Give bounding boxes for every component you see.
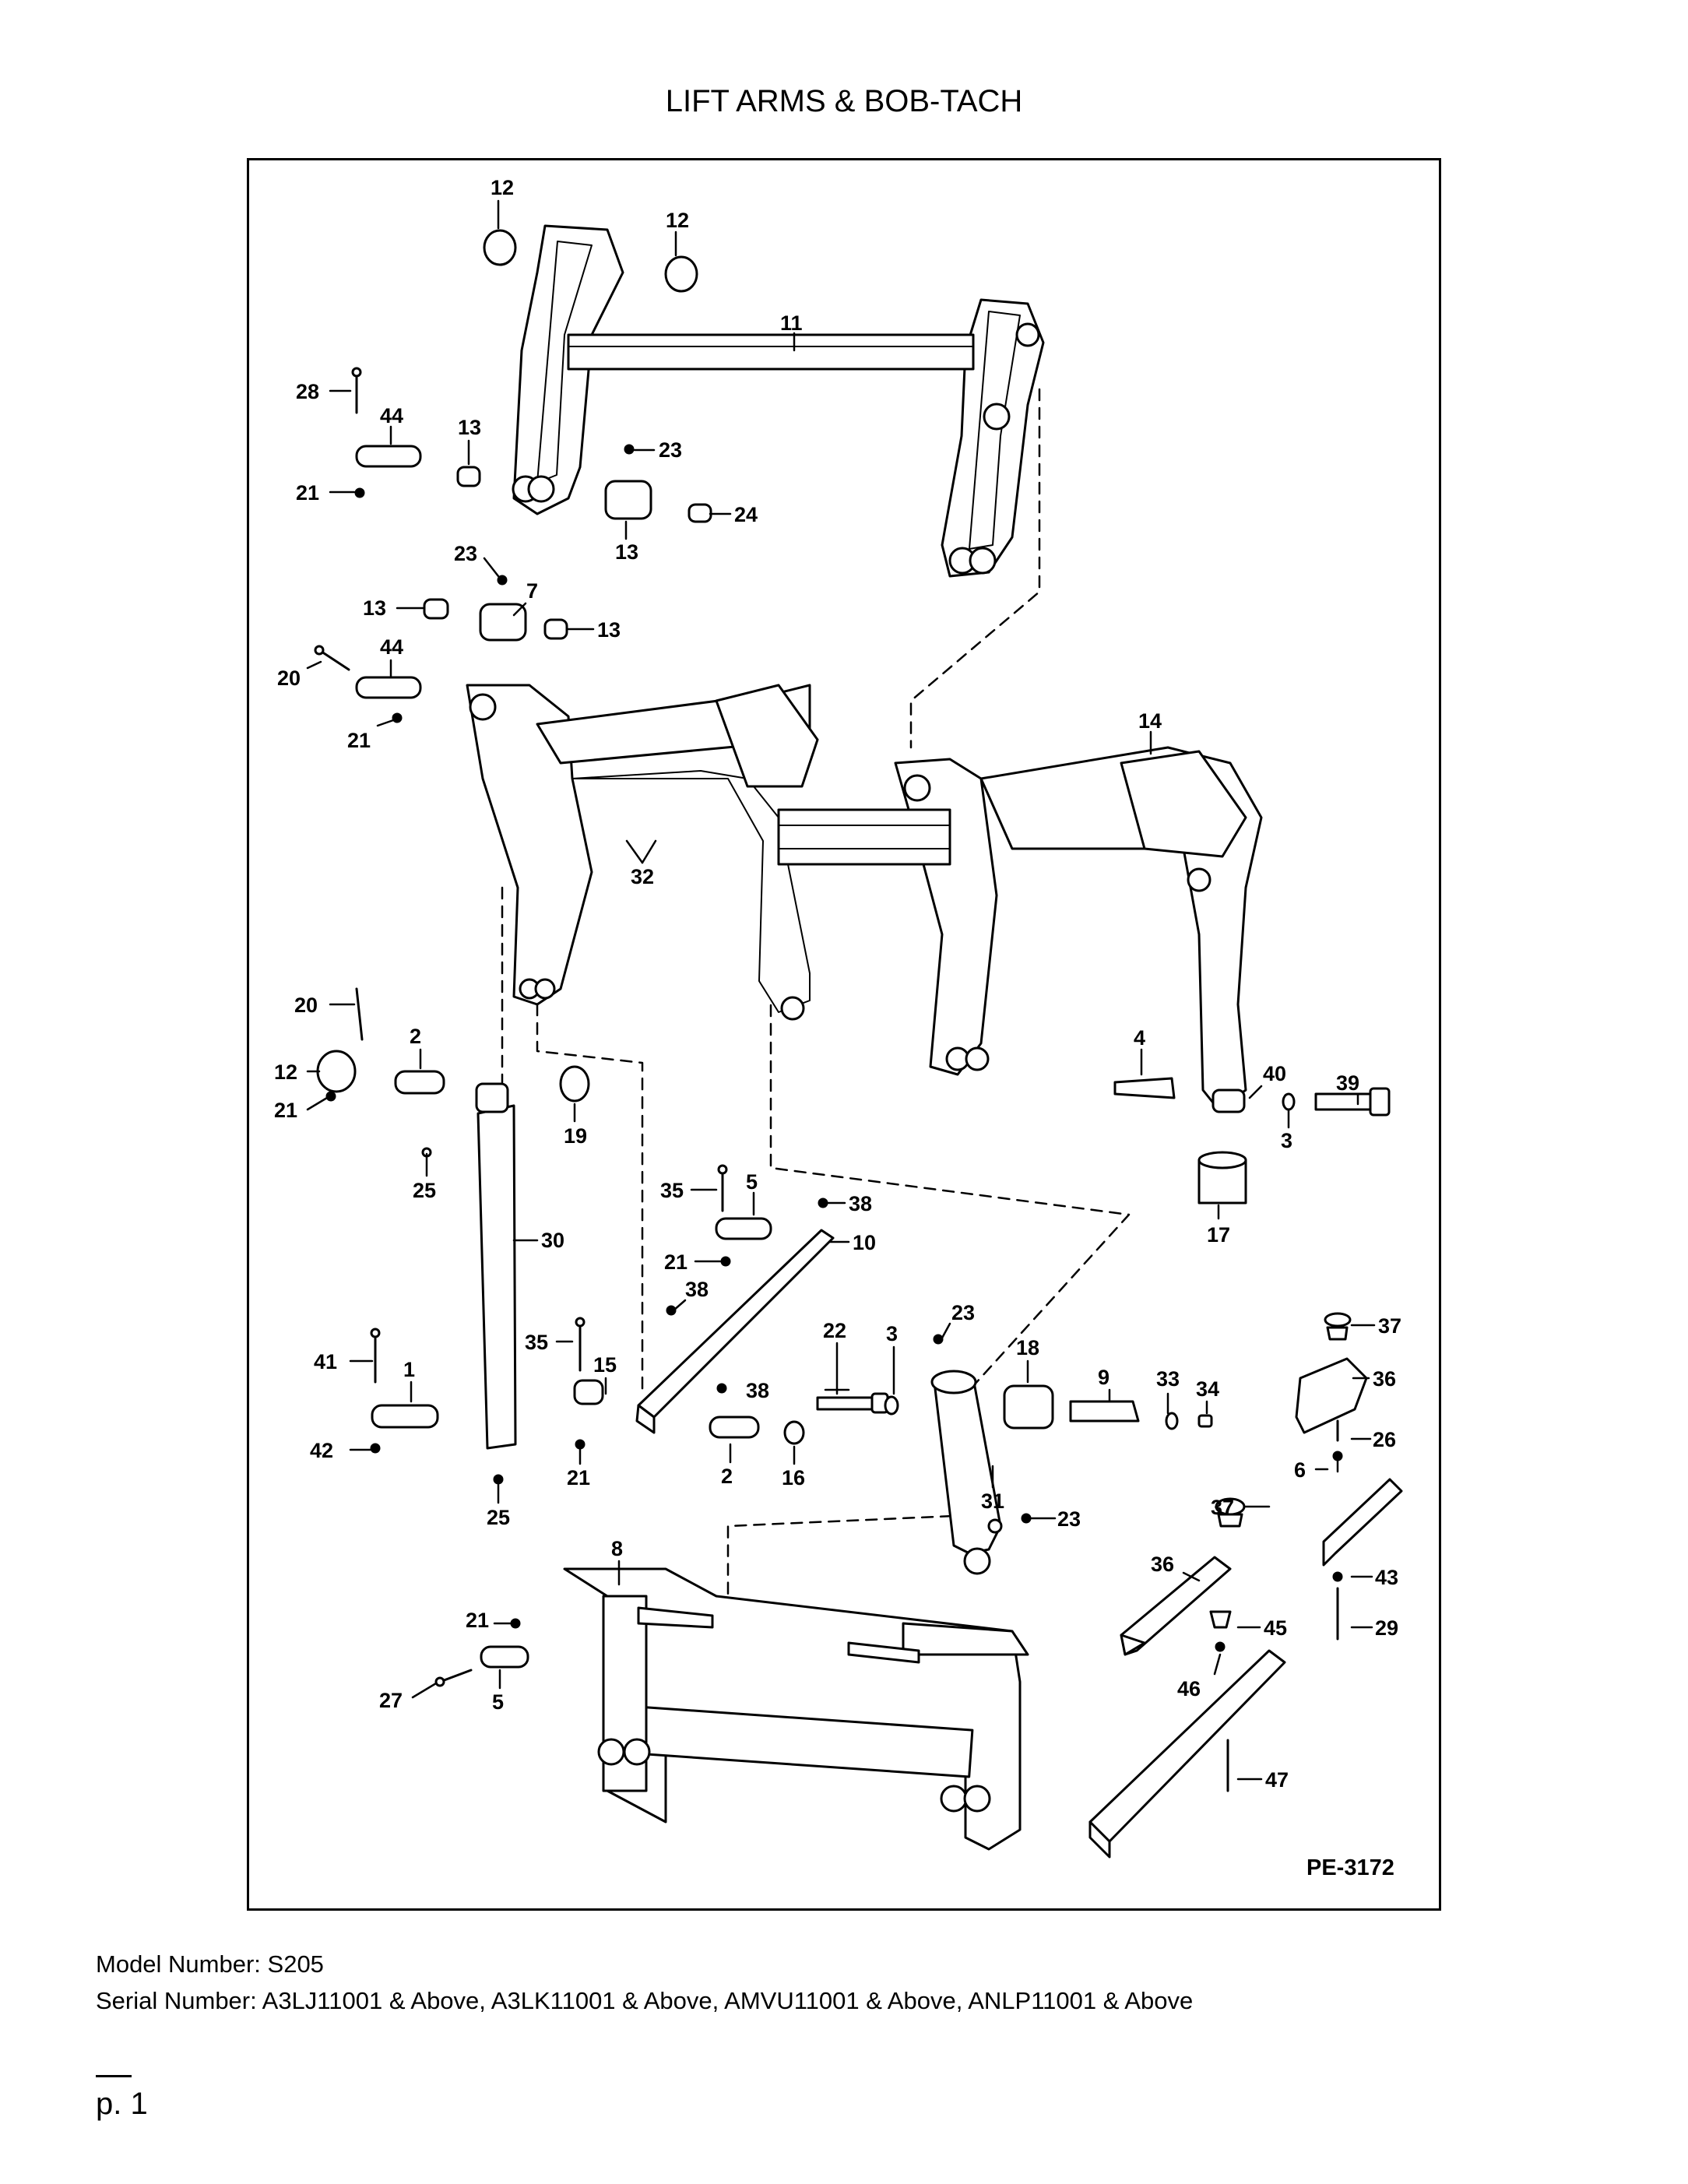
- callout: 20: [294, 994, 318, 1017]
- callout: 25: [413, 1179, 436, 1202]
- callout: 12: [666, 209, 689, 232]
- callout: 32: [631, 865, 654, 888]
- callout: 39: [1336, 1071, 1359, 1095]
- callout: 15: [593, 1353, 617, 1377]
- callout: 37: [1211, 1496, 1234, 1519]
- callout: 38: [685, 1278, 709, 1301]
- callout: 21: [347, 729, 371, 752]
- callout: 28: [296, 380, 319, 403]
- callout: 37: [1378, 1314, 1401, 1338]
- callout: 21: [274, 1099, 297, 1122]
- callout: 13: [615, 540, 638, 564]
- callout: 41: [314, 1350, 337, 1373]
- callout-labels: 12 12 11 28 44 13 23 21 24 13 23 7 13 13…: [274, 176, 1401, 1880]
- assembly-lines: [501, 388, 1131, 1722]
- callout: 5: [746, 1170, 758, 1194]
- page-divider: [96, 2075, 132, 2077]
- callout: 38: [746, 1379, 769, 1402]
- callout: 5: [492, 1690, 504, 1714]
- callout: 14: [1138, 709, 1162, 733]
- callout: 7: [526, 579, 538, 603]
- callout: 2: [410, 1025, 421, 1048]
- callout: 12: [491, 176, 514, 199]
- callout: 18: [1016, 1336, 1039, 1359]
- callout: 19: [564, 1124, 587, 1148]
- callout: 35: [525, 1331, 548, 1354]
- figure-id: PE-3172: [1306, 1855, 1394, 1880]
- callout: 13: [363, 596, 386, 620]
- callout: 34: [1196, 1377, 1219, 1401]
- callout: 21: [567, 1466, 590, 1489]
- callout: 23: [951, 1301, 975, 1324]
- callout: 36: [1151, 1553, 1174, 1576]
- callout: 42: [310, 1439, 333, 1462]
- page-number: p. 1: [96, 2087, 148, 2121]
- callout: 2: [721, 1465, 733, 1488]
- callout: 31: [981, 1489, 1004, 1513]
- callout: 36: [1373, 1367, 1396, 1391]
- linkage-parts: [573, 1164, 835, 1450]
- callout: 13: [597, 618, 621, 642]
- callout: 1: [403, 1358, 415, 1381]
- callout: 22: [823, 1319, 846, 1342]
- callout: 44: [380, 635, 403, 659]
- callout: 9: [1098, 1366, 1110, 1389]
- callout: 29: [1375, 1616, 1398, 1640]
- cylinder-parts: [314, 575, 568, 723]
- callout: 21: [296, 481, 319, 505]
- callout: 24: [734, 503, 758, 526]
- callout: 21: [466, 1609, 489, 1632]
- callout: 6: [1294, 1458, 1306, 1482]
- main-lift-arm-frame: [466, 684, 1391, 1205]
- callout: 30: [541, 1229, 564, 1252]
- callout: 25: [487, 1506, 510, 1529]
- callout: 47: [1265, 1768, 1289, 1792]
- diagram-frame: [247, 158, 1441, 1911]
- model-number: Model Number: S205: [96, 1950, 324, 1978]
- callout: 27: [379, 1689, 403, 1712]
- callout: 10: [853, 1231, 876, 1254]
- callout: 3: [886, 1322, 898, 1345]
- upper-lift-arm: [351, 224, 1045, 578]
- callout: 35: [660, 1179, 684, 1202]
- callout: 4: [1134, 1026, 1145, 1050]
- callout: 23: [659, 438, 682, 462]
- callout: 11: [780, 311, 803, 335]
- callout: 33: [1156, 1367, 1180, 1391]
- serial-number: Serial Number: A3LJ11001 & Above, A3LK11…: [96, 1987, 1194, 2014]
- tilt-cylinder: [316, 987, 590, 1485]
- callout: 20: [277, 666, 301, 690]
- callout: 3: [1281, 1129, 1292, 1152]
- callout: 23: [1057, 1507, 1081, 1531]
- callout: 38: [849, 1192, 872, 1215]
- bellcrank-parts: [816, 1334, 1213, 1575]
- callout: 45: [1264, 1616, 1287, 1640]
- callout: 44: [380, 404, 403, 427]
- callout: 17: [1207, 1223, 1230, 1247]
- callout: 26: [1373, 1428, 1396, 1451]
- bob-tach-frame: [434, 1567, 1029, 1851]
- callout: 40: [1263, 1062, 1286, 1085]
- callout: 23: [454, 542, 477, 565]
- leader-lines: [306, 199, 1376, 1781]
- callout: 13: [458, 416, 481, 439]
- callout: 46: [1177, 1677, 1201, 1700]
- callout: 12: [274, 1060, 297, 1084]
- callout: 43: [1375, 1566, 1398, 1589]
- callout: 8: [611, 1537, 623, 1560]
- callout: 16: [782, 1466, 805, 1489]
- callout: 21: [664, 1250, 688, 1274]
- lever-parts: [1088, 1312, 1403, 1859]
- page-title: LIFT ARMS & BOB-TACH: [665, 84, 1023, 118]
